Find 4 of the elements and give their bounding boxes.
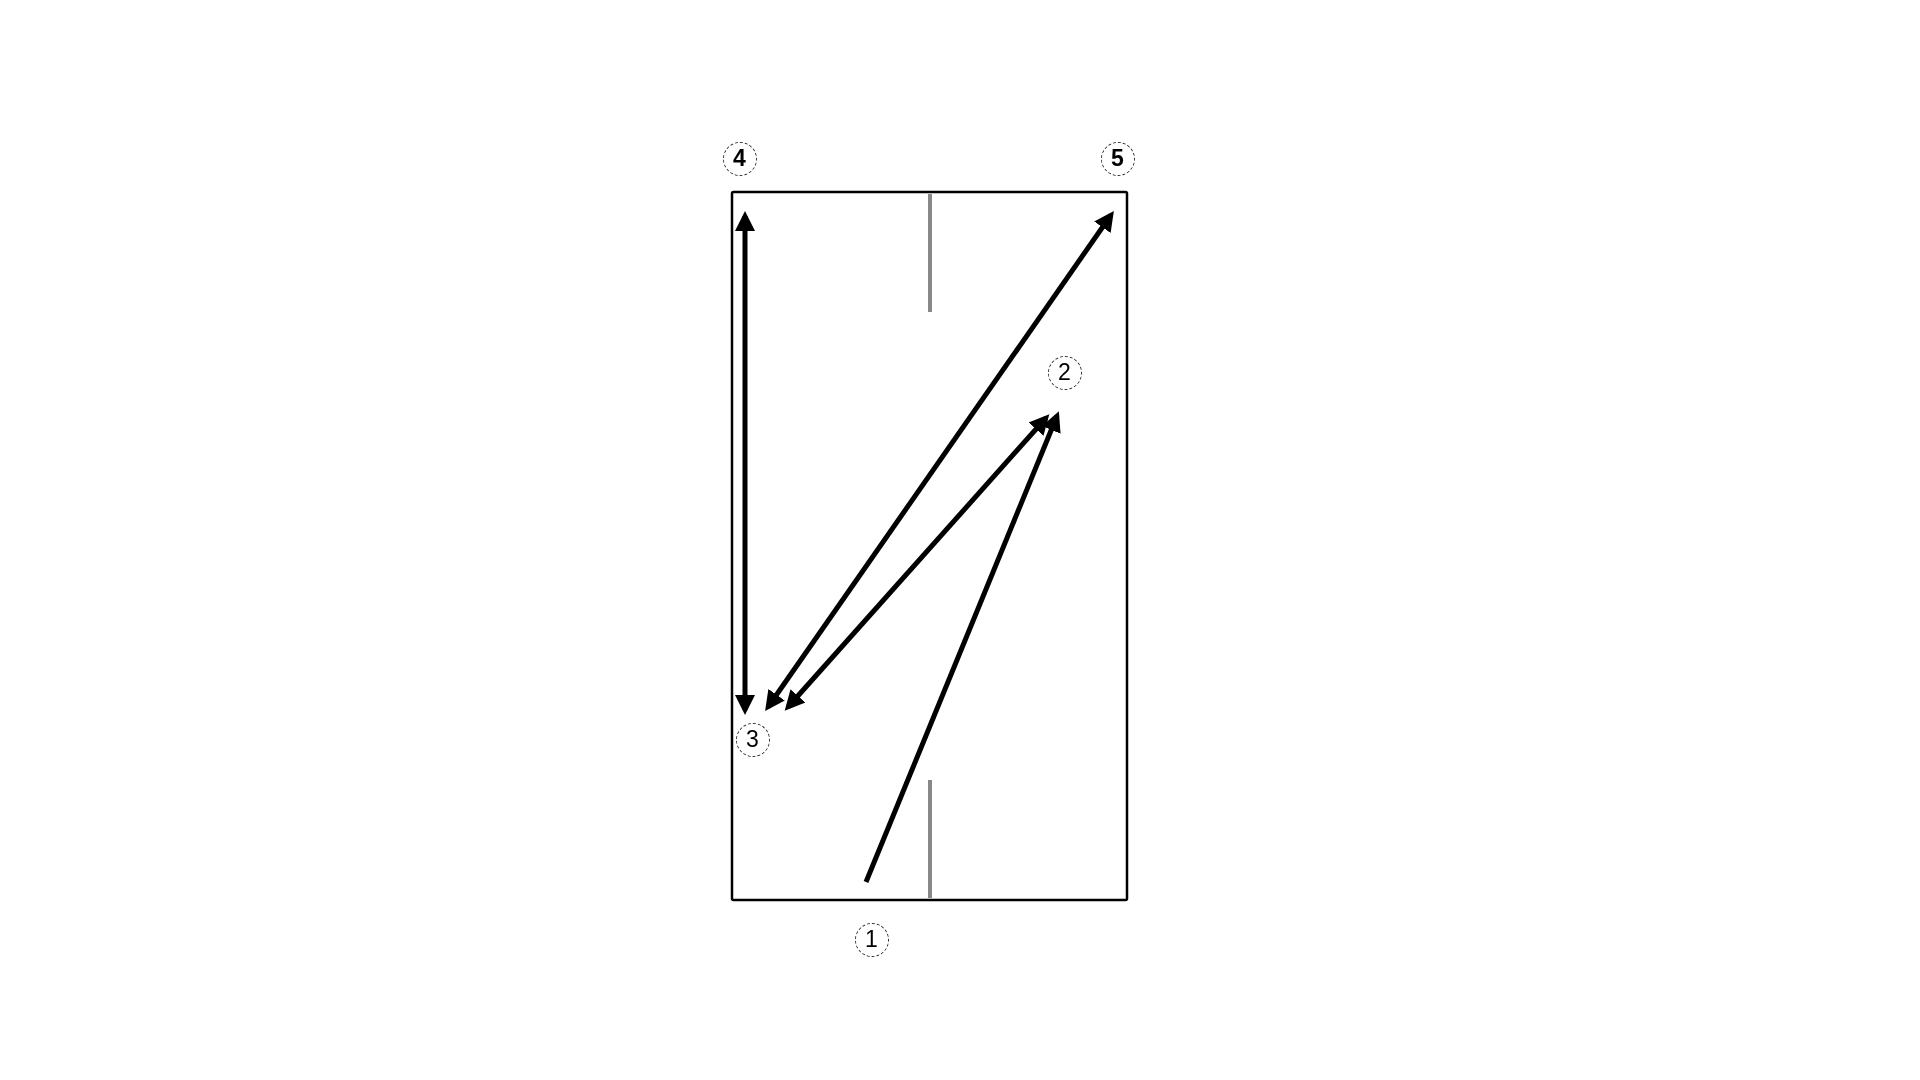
double-headed-arrow xyxy=(765,210,1114,712)
arrow xyxy=(863,411,1061,883)
double-headed-arrow xyxy=(735,211,755,715)
double-headed-arrow xyxy=(784,414,1050,711)
